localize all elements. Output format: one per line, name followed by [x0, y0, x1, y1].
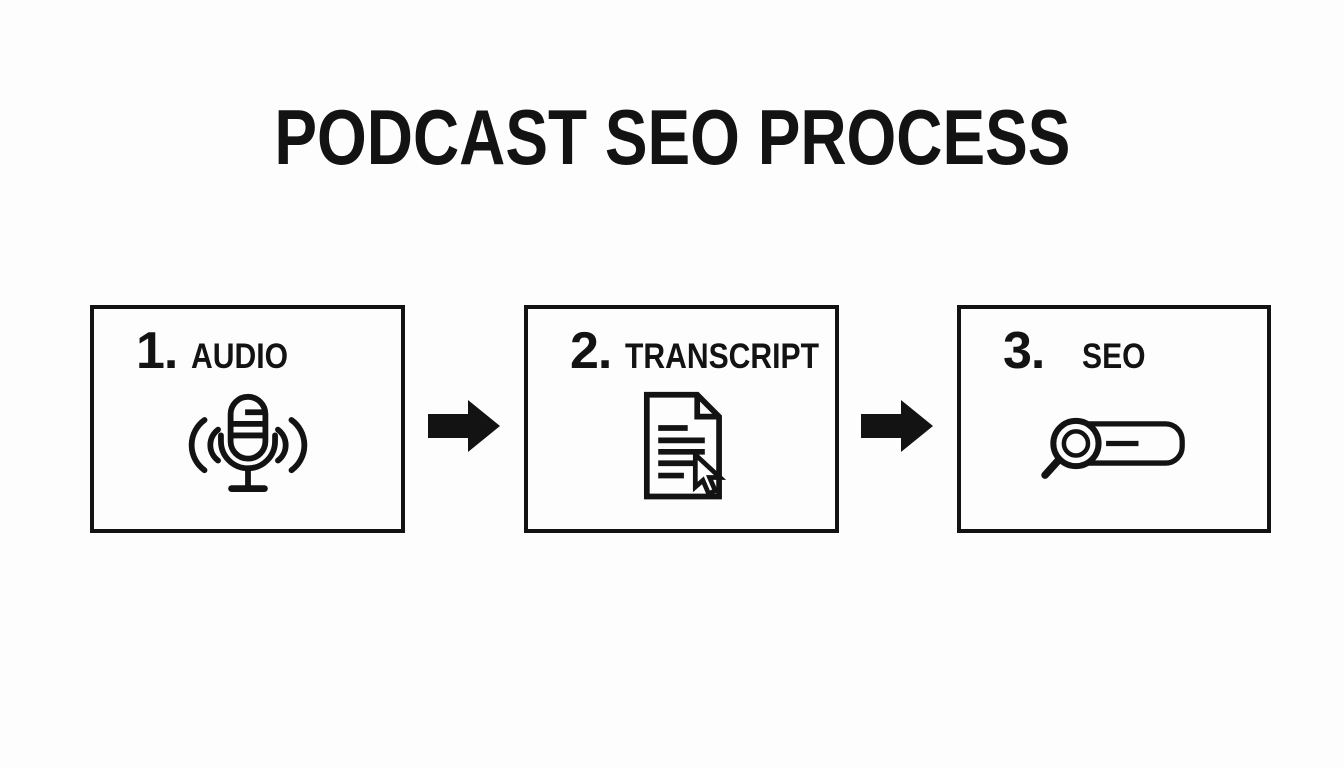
page-title-text: PODCAST SEO PROCESS	[273, 93, 1071, 181]
page-title: PODCAST SEO PROCESS	[0, 98, 1344, 176]
step-label: TRANSCRIPT	[625, 337, 820, 376]
arrow-right-icon	[861, 395, 935, 457]
step-number: 3.	[1003, 322, 1045, 380]
document-cursor-icon	[528, 377, 835, 529]
step-number: 2.	[570, 322, 612, 380]
arrow-right-icon	[428, 395, 502, 457]
search-bar-magnifier-icon	[961, 377, 1267, 529]
step-header: 2. TRANSCRIPT	[528, 309, 835, 377]
step-label: SEO	[1082, 337, 1146, 376]
step-box-audio: 1. AUDIO	[90, 305, 405, 533]
step-number: 1.	[136, 322, 178, 380]
step-box-transcript: 2. TRANSCRIPT	[524, 305, 839, 533]
microphone-soundwaves-icon	[94, 377, 401, 529]
step-header: 3. SEO	[961, 309, 1267, 377]
step-box-seo: 3. SEO	[957, 305, 1271, 533]
step-header: 1. AUDIO	[94, 309, 401, 377]
step-label: AUDIO	[191, 337, 289, 376]
